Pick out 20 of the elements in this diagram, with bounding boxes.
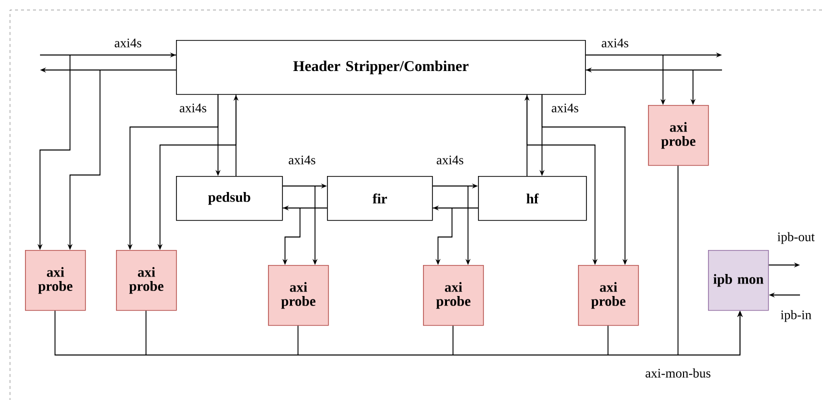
process-box: pedsub bbox=[176, 176, 283, 221]
probe-box: axi probe bbox=[25, 250, 86, 311]
monitor-box: ipb mon bbox=[708, 250, 769, 311]
edge-label: ipb-in bbox=[779, 309, 813, 323]
probe-box: axi probe bbox=[578, 265, 639, 326]
edge-label: axi4s bbox=[287, 154, 317, 166]
header-stripper-box: Header Stripper/Combiner bbox=[176, 40, 586, 95]
probe-box: axi probe bbox=[423, 265, 484, 326]
probe-box: axi probe bbox=[268, 265, 329, 326]
edge-label: axi4s bbox=[600, 38, 630, 48]
edge-label: ipb-out bbox=[776, 231, 816, 245]
edge-label: axi-mon-bus bbox=[644, 367, 712, 379]
probe-box: axi probe bbox=[648, 105, 709, 166]
edge-label: axi4s bbox=[113, 38, 143, 48]
edge-label: axi4s bbox=[550, 102, 580, 114]
edge-label: axi4s bbox=[435, 154, 465, 166]
probe-box: axi probe bbox=[116, 250, 177, 311]
process-box: hf bbox=[478, 176, 587, 221]
edge-label: axi4s bbox=[178, 102, 208, 114]
process-box: fir bbox=[327, 176, 433, 221]
